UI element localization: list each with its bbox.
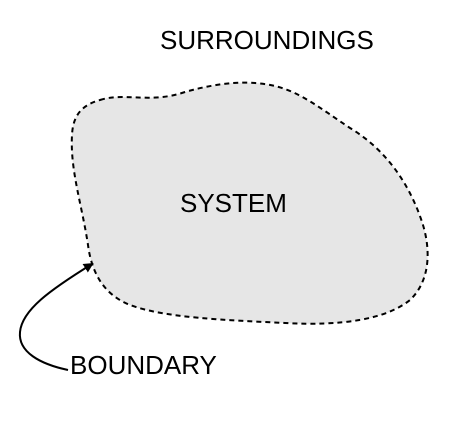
system-label: SYSTEM bbox=[180, 188, 287, 218]
surroundings-label: SURROUNDINGS bbox=[160, 25, 374, 55]
boundary-label: BOUNDARY bbox=[70, 350, 217, 380]
boundary-pointer-arrow bbox=[18, 262, 94, 371]
system-region bbox=[70, 81, 429, 325]
